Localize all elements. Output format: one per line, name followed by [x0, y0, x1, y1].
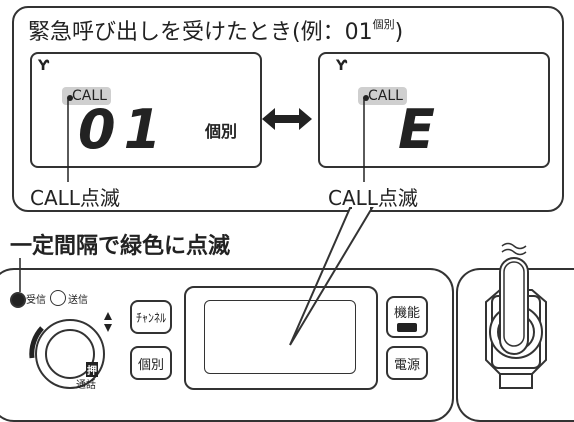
lcd-panel-right	[318, 52, 550, 168]
ptt-icon: 押	[86, 362, 98, 377]
individual-button[interactable]: 個別	[130, 346, 172, 380]
antenna-icon: Ƴ	[38, 58, 50, 74]
double-arrow-icon	[262, 108, 312, 130]
call-indicator-right: CALL	[358, 87, 407, 105]
volume-knob[interactable]	[24, 308, 124, 400]
call-indicator-left: CALL	[62, 87, 111, 105]
caption-right: CALL点滅	[328, 186, 418, 210]
tx-label: 送信	[68, 295, 88, 306]
green-blink-label: 一定間隔で緑色に点滅	[10, 234, 231, 259]
lcd-digits-left: 01	[78, 98, 170, 161]
rx-label: 受信	[26, 295, 46, 306]
lcd-suffix-left: 個別	[205, 122, 238, 141]
call-dot-left	[67, 95, 73, 101]
device-display-frame	[184, 286, 378, 390]
leader-lines	[19, 98, 374, 346]
ptt-label: 通話	[76, 380, 96, 391]
tx-led	[50, 290, 66, 306]
callout-title: 緊急呼び出しを受けたとき(例：01個別)	[28, 18, 404, 45]
lcd-digits-right: E	[398, 98, 443, 161]
function-button[interactable]: 機能	[386, 296, 428, 338]
device-display	[204, 300, 356, 374]
rx-led	[10, 292, 26, 308]
call-dot-right	[363, 95, 369, 101]
channel-button[interactable]: ﾁｬﾝﾈﾙ	[130, 300, 172, 334]
mic-connector	[485, 242, 547, 389]
power-button[interactable]: 電源	[386, 346, 428, 380]
key-icon	[397, 323, 417, 332]
caption-left: CALL点滅	[30, 186, 120, 210]
antenna-icon: Ƴ	[336, 58, 348, 74]
